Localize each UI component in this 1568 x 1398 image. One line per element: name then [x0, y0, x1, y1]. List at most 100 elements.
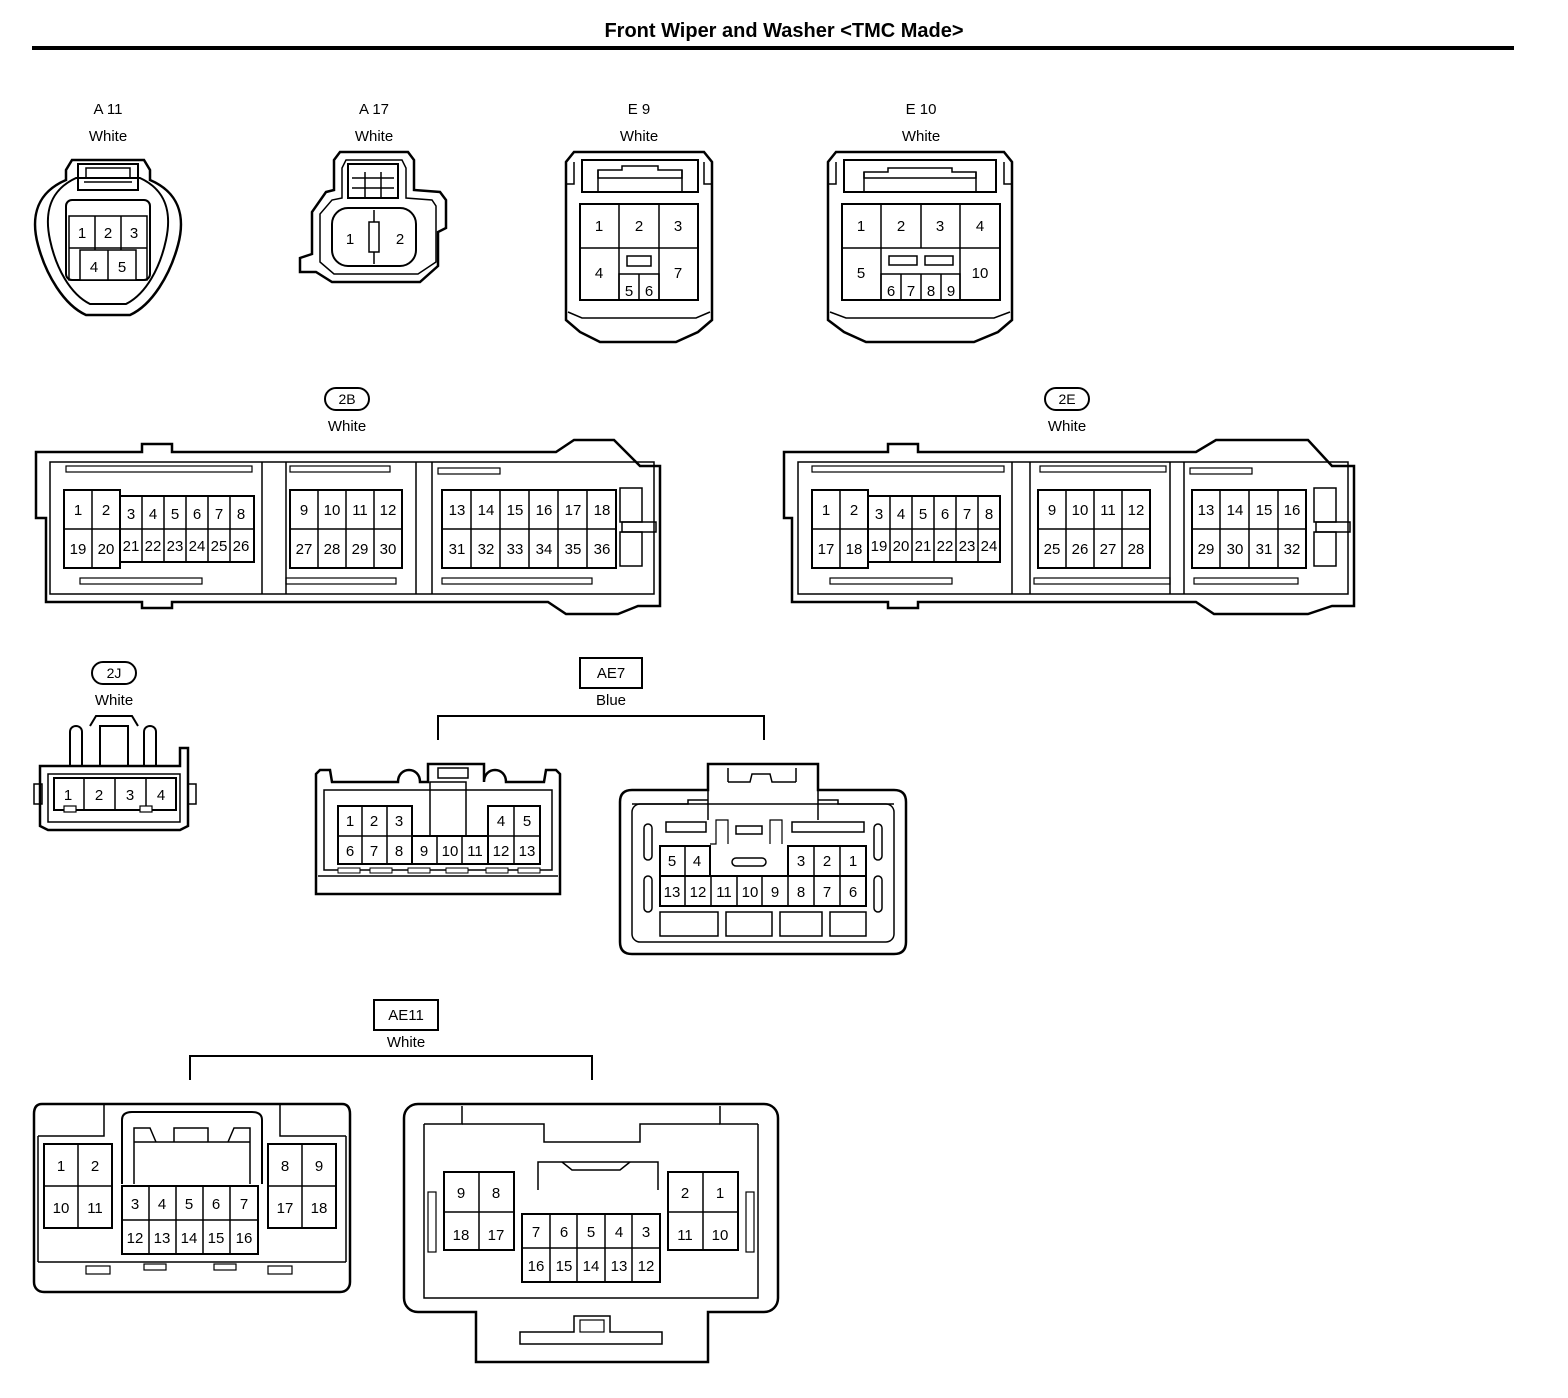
pin-label: 8 — [281, 1158, 289, 1175]
connector-ae11: AE11 White 1 2 10 11 — [32, 999, 780, 1364]
pin-label: 16 — [1284, 502, 1301, 519]
connector-color-2b: White — [328, 418, 366, 435]
pin-label: 18 — [594, 502, 611, 519]
pin-label: 13 — [449, 502, 466, 519]
connector-code-a11: A 11 — [94, 101, 123, 118]
pin-label: 9 — [300, 502, 308, 519]
pin-label: 3 — [131, 1196, 139, 1213]
pin-label: 4 — [158, 1196, 166, 1213]
pin-label: 6 — [849, 884, 857, 901]
pin-label: 3 — [674, 218, 682, 235]
pin-label: 2 — [635, 218, 643, 235]
pin-label: 4 — [497, 813, 505, 830]
pin-label: 11 — [1100, 502, 1116, 519]
pin-label: 14 — [478, 502, 495, 519]
pin-label: 24 — [981, 538, 998, 555]
connector-color-2j: White — [95, 692, 133, 709]
pin-label: 28 — [324, 541, 341, 558]
pin-label: 16 — [528, 1258, 545, 1275]
pin-label: 4 — [90, 259, 98, 276]
pin-label: 20 — [98, 541, 115, 558]
pin-label: 9 — [315, 1158, 323, 1175]
pin-label: 14 — [181, 1230, 198, 1247]
connector-code-e9: E 9 — [628, 101, 651, 118]
connector-code-2b: 2B — [338, 391, 355, 407]
pin-label: 4 — [693, 853, 701, 870]
pin-label: 10 — [442, 843, 459, 860]
connector-a17: A 17 White 1 2 — [298, 101, 448, 284]
pin-label: 3 — [642, 1224, 650, 1241]
pin-label: 13 — [1198, 502, 1215, 519]
pin-label: 5 — [523, 813, 531, 830]
pin-label: 6 — [193, 506, 201, 523]
pin-label: 34 — [536, 541, 553, 558]
pin-label: 1 — [822, 502, 830, 519]
pin-label: 1 — [346, 813, 354, 830]
pin-label: 8 — [395, 843, 403, 860]
pin-label: 15 — [208, 1230, 225, 1247]
pin-label: 6 — [941, 506, 949, 523]
pin-label: 7 — [370, 843, 378, 860]
page-title: Front Wiper and Washer <TMC Made> — [604, 20, 964, 42]
pin-label: 18 — [846, 541, 863, 558]
pin-label: 5 — [118, 259, 126, 276]
pin-label: 2 — [104, 225, 112, 242]
pin-label: 19 — [70, 541, 87, 558]
pin-label: 8 — [492, 1185, 500, 1202]
pin-label: 36 — [594, 541, 611, 558]
pin-label: 12 — [1128, 502, 1145, 519]
pin-label: 10 — [712, 1227, 729, 1244]
pin-label: 13 — [519, 843, 536, 860]
pin-label: 18 — [311, 1200, 328, 1217]
pin-label: 5 — [171, 506, 179, 523]
pin-label: 17 — [488, 1227, 505, 1244]
connector-color-e9: White — [620, 128, 658, 145]
pin-label: 2 — [102, 502, 110, 519]
pin-label: 12 — [493, 843, 510, 860]
pin-label: 6 — [346, 843, 354, 860]
pin-label: 10 — [972, 265, 989, 282]
pin-label: 10 — [742, 884, 759, 901]
pin-label: 13 — [154, 1230, 171, 1247]
pin-label: 7 — [963, 506, 971, 523]
pin-label: 22 — [937, 538, 954, 555]
pin-label: 2 — [897, 218, 905, 235]
pin-label: 7 — [240, 1196, 248, 1213]
pin-label: 6 — [645, 283, 653, 300]
connector-code-ae11: AE11 — [388, 1007, 424, 1024]
connector-color-a11: White — [89, 128, 127, 145]
pin-label: 4 — [976, 218, 984, 235]
pin-label: 8 — [797, 884, 805, 901]
pin-label: 3 — [936, 218, 944, 235]
pin-label: 9 — [420, 843, 428, 860]
pin-label: 5 — [668, 853, 676, 870]
connector-a11: A 11 White 1 2 3 4 5 — [33, 101, 183, 317]
pin-label: 15 — [1256, 502, 1273, 519]
pin-label: 7 — [674, 265, 682, 282]
connector-ae7: AE7 Blue 1 2 3 4 5 6 7 8 9 10 11 12 — [314, 657, 908, 956]
pin-label: 15 — [556, 1258, 573, 1275]
pin-label: 25 — [211, 538, 228, 555]
pin-label: 20 — [893, 538, 910, 555]
pin-label: 2 — [95, 787, 103, 804]
pin-label: 32 — [1284, 541, 1301, 558]
pin-label: 14 — [1227, 502, 1244, 519]
pin-label: 14 — [583, 1258, 600, 1275]
pin-label: 12 — [380, 502, 397, 519]
pin-label: 5 — [587, 1224, 595, 1241]
pin-label: 11 — [677, 1227, 693, 1244]
pin-label: 16 — [236, 1230, 253, 1247]
pin-label: 29 — [1198, 541, 1215, 558]
pin-label: 12 — [690, 884, 707, 901]
connector-2e: 2E White 1 2 — [782, 387, 1356, 616]
pin-label: 33 — [507, 541, 524, 558]
pin-label: 2 — [91, 1158, 99, 1175]
pin-label: 3 — [127, 506, 135, 523]
pin-label: 10 — [1072, 502, 1089, 519]
pin-label: 26 — [233, 538, 250, 555]
pin-label: 1 — [716, 1185, 724, 1202]
pin-label: 1 — [857, 218, 865, 235]
pin-label: 1 — [849, 853, 857, 870]
pin-label: 11 — [716, 884, 732, 901]
pin-label: 4 — [595, 265, 603, 282]
